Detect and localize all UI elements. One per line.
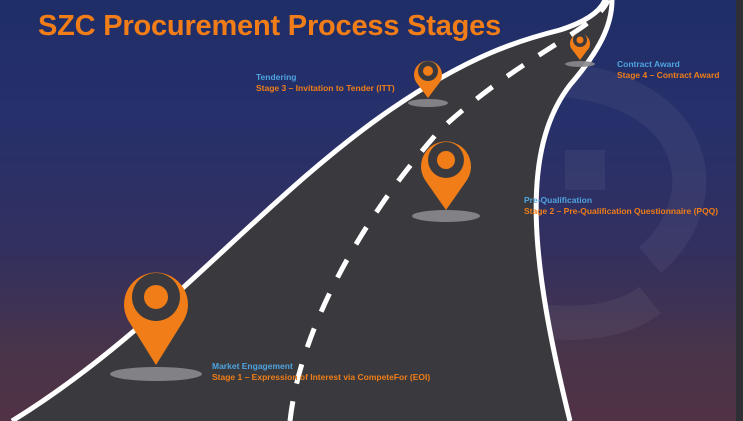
road-edge-right (533, 0, 615, 421)
stage-description: Stage 4 – Contract Award (617, 70, 720, 80)
stage-3-label: Tendering Stage 3 – Invitation to Tender… (256, 72, 395, 94)
stage-name: Market Engagement (212, 361, 293, 371)
map-pin-icon (412, 141, 480, 222)
map-pin-icon (565, 33, 595, 67)
page-title: SZC Procurement Process Stages (38, 10, 502, 42)
map-pin-icon (408, 60, 448, 107)
road-center-line (287, 0, 611, 421)
map-pin-icon (110, 272, 202, 381)
window-frame (736, 0, 743, 421)
stage-1-label: Market Engagement Stage 1 – Expression o… (212, 361, 430, 383)
stage-description: Stage 1 – Expression of Interest via Com… (212, 372, 431, 382)
stage-4-label: Contract Award Stage 4 – Contract Award (617, 59, 720, 81)
stage-name: Contract Award (617, 59, 680, 69)
stage-name: Pre-Qualification (524, 195, 593, 205)
stage-description: Stage 2 – Pre-Qualification Questionnair… (524, 206, 719, 216)
stage-name: Tendering (256, 72, 297, 82)
stage-description: Stage 3 – Invitation to Tender (ITT) (256, 83, 395, 93)
stage-2-label: Pre-Qualification Stage 2 – Pre-Qualific… (524, 195, 718, 217)
